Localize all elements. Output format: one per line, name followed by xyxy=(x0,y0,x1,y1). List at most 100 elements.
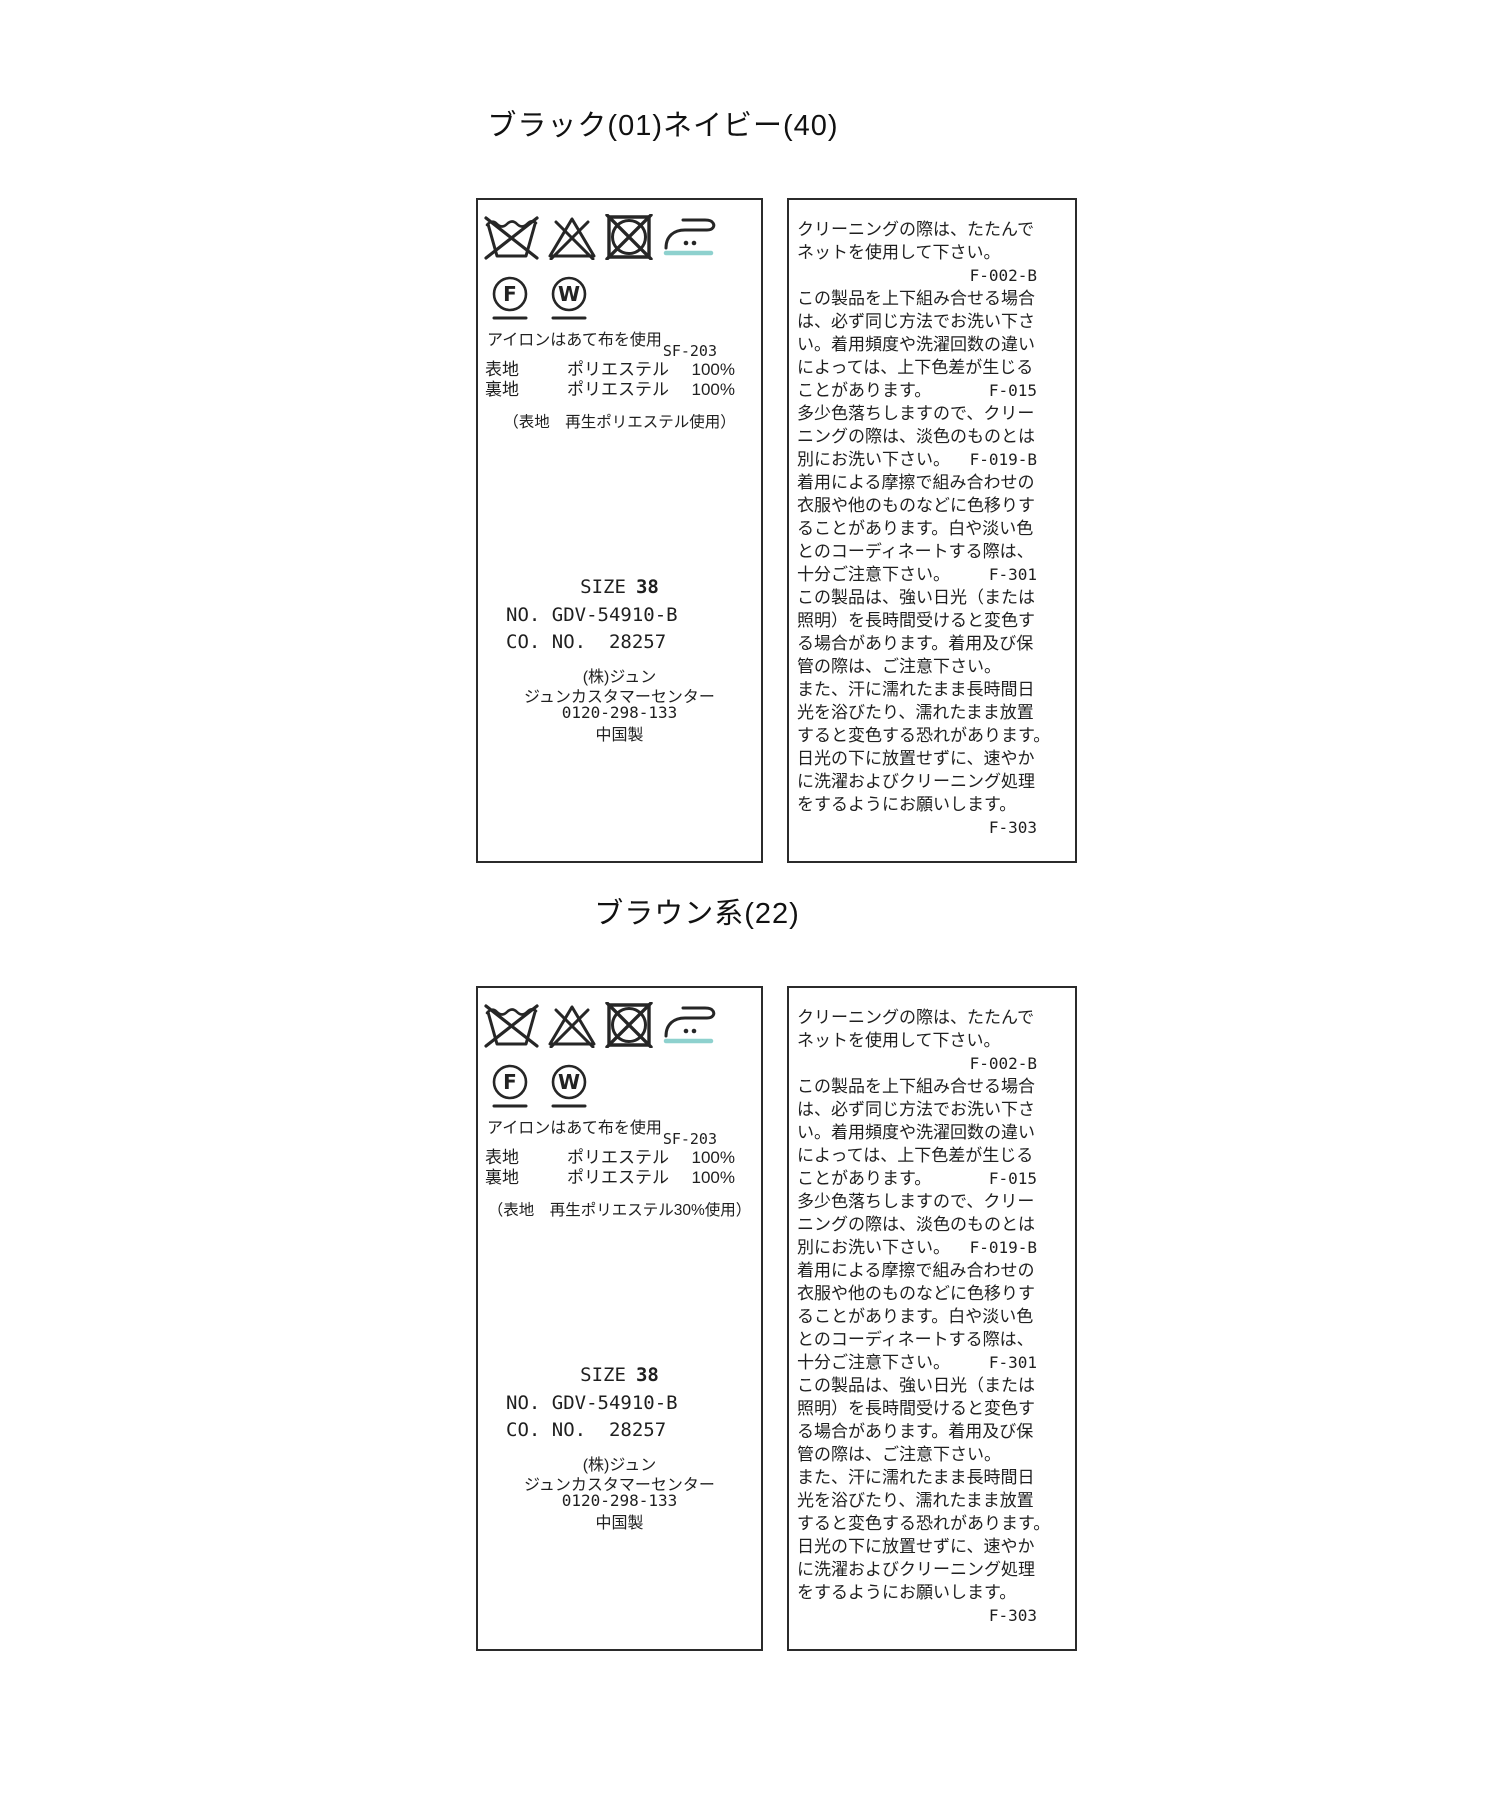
care-text-line: F-002-B xyxy=(797,1052,1037,1075)
care-text-line: 多少色落ちしますので、クリー xyxy=(797,402,1037,425)
care-text: また、汗に濡れたまま長時間日 xyxy=(797,1468,1035,1487)
care-code: F-002-B xyxy=(969,1054,1037,1073)
care-text: とのコーディネートする際は、 xyxy=(797,542,1034,561)
care-text-line: クリーニングの際は、たたんで xyxy=(797,218,1037,241)
care-text: は、必ず同じ方法でお洗い下さ xyxy=(797,1100,1035,1119)
care-text: 光を浴びたり、濡れたまま放置 xyxy=(797,1491,1034,1510)
company-name: (株)ジュン xyxy=(582,669,657,686)
care-text-line: 多少色落ちしますので、クリー xyxy=(797,1190,1037,1213)
material-name: ポリエステル xyxy=(567,1148,669,1167)
care-text-line: ことがあります。F-015 xyxy=(797,379,1037,402)
care-code: F-015 xyxy=(988,381,1037,400)
care-text-line: この製品は、強い日光（または xyxy=(797,586,1037,609)
care-text-line: また、汗に濡れたまま長時間日 xyxy=(797,1466,1037,1489)
care-text-line: F-002-B xyxy=(797,264,1037,287)
care-text-line: クリーニングの際は、たたんで xyxy=(797,1006,1037,1029)
dry-clean-f-icon: F xyxy=(492,276,528,320)
care-text: 衣服や他のものなどに色移りす xyxy=(797,496,1035,515)
svg-text:W: W xyxy=(558,1070,580,1094)
care-text: をするようにお願いします。 xyxy=(797,1583,1017,1602)
care-text: 十分ご注意下さい。 xyxy=(797,1353,950,1372)
size-value: 38 xyxy=(635,1364,659,1386)
care-code: F-301 xyxy=(988,1353,1037,1372)
care-text: 照明）を長時間受けると変色す xyxy=(797,1399,1035,1418)
care-text: をするようにお願いします。 xyxy=(797,795,1017,814)
care-text: い。着用頻度や洗濯回数の違い xyxy=(797,1123,1035,1142)
care-text-line: は、必ず同じ方法でお洗い下さ xyxy=(797,1098,1037,1121)
material-part: 表地 xyxy=(485,360,519,379)
care-code: F-301 xyxy=(988,565,1037,584)
care-code: F-015 xyxy=(988,1169,1037,1188)
material-part: 表地 xyxy=(485,1148,519,1167)
care-text-line: に洗濯およびクリーニング処理 xyxy=(797,1558,1037,1581)
care-text-line: 日光の下に放置せずに、速やか xyxy=(797,1535,1037,1558)
material-percent: 100% xyxy=(691,1148,735,1167)
professional-care-row: F W xyxy=(491,1064,588,1109)
co-no: CO. NO. 28257 xyxy=(506,631,667,653)
care-text: とのコーディネートする際は、 xyxy=(797,1330,1034,1349)
care-text-line: ネットを使用して下さい。 xyxy=(797,241,1037,264)
care-text-line: 光を浴びたり、濡れたまま放置 xyxy=(797,701,1037,724)
style-code: SF-203 xyxy=(662,1130,717,1148)
care-text-line: 管の際は、ご注意下さい。 xyxy=(797,1443,1037,1466)
care-text-line: によっては、上下色差が生じる xyxy=(797,1144,1037,1167)
do-not-wash-icon xyxy=(484,1004,539,1048)
care-text-line: 照明）を長時間受けると変色す xyxy=(797,1397,1037,1420)
care-text: 日光の下に放置せずに、速やか xyxy=(797,749,1035,768)
care-text-line: ニングの際は、淡色のものとは xyxy=(797,1213,1037,1236)
phone-number: 0120-298-133 xyxy=(561,1491,678,1510)
care-text: る場合があります。着用及び保 xyxy=(797,634,1034,653)
care-text: すると変色する恐れがあります。 xyxy=(797,1514,1051,1533)
material-name: ポリエステル xyxy=(567,1168,669,1187)
customer-center: ジュンカスタマーセンター xyxy=(524,689,715,706)
care-text: ネットを使用して下さい。 xyxy=(797,243,1001,262)
care-text: 多少色落ちしますので、クリー xyxy=(797,404,1035,423)
care-text-line: とのコーディネートする際は、 xyxy=(797,1328,1037,1351)
care-text-line: をするようにお願いします。 xyxy=(797,1581,1037,1604)
materials-table: 表地 ポリエステル 100% 裏地 ポリエステル 100% xyxy=(485,360,735,400)
material-percent: 100% xyxy=(691,1168,735,1187)
materials-table: 表地 ポリエステル 100% 裏地 ポリエステル 100% xyxy=(485,1148,735,1188)
care-text: 多少色落ちしますので、クリー xyxy=(797,1192,1035,1211)
instructions-box: クリーニングの際は、たたんでネットを使用して下さい。 F-002-B この製品を上下… xyxy=(787,198,1077,863)
material-part: 裏地 xyxy=(485,380,519,399)
professional-care-row: F W xyxy=(491,276,588,321)
care-text: によっては、上下色差が生じる xyxy=(797,1146,1034,1165)
care-text: ことがあります。 xyxy=(797,1169,932,1188)
care-text: この製品を上下組み合せる場合 xyxy=(797,1077,1035,1096)
size-label: SIZE xyxy=(580,1364,626,1386)
care-code: F-019-B xyxy=(969,450,1037,469)
material-part: 裏地 xyxy=(485,1168,519,1187)
size-line: SIZE 38 xyxy=(478,1364,761,1386)
size-label: SIZE xyxy=(580,576,626,598)
product-no: NO. GDV-54910-B xyxy=(506,1392,678,1414)
material-row: 裏地 ポリエステル 100% xyxy=(485,1168,735,1188)
svg-text:F: F xyxy=(503,1070,517,1094)
care-text-line: 着用による摩擦で組み合わせの xyxy=(797,1259,1037,1282)
care-text-line: F-303 xyxy=(797,1604,1037,1627)
care-text-line: すると変色する恐れがあります。 xyxy=(797,1512,1050,1535)
care-text: クリーニングの際は、たたんで xyxy=(797,1008,1035,1027)
customer-center: ジュンカスタマーセンター xyxy=(524,1477,715,1494)
care-text-line: ることがあります。白や淡い色 xyxy=(797,1305,1037,1328)
care-text: は、必ず同じ方法でお洗い下さ xyxy=(797,312,1035,331)
recycle-note: （表地 再生ポリエステル使用） xyxy=(503,414,736,431)
care-text: 照明）を長時間受けると変色す xyxy=(797,611,1035,630)
dry-clean-f-icon: F xyxy=(492,1064,528,1108)
country-of-origin: 中国製 xyxy=(595,727,644,744)
care-text: この製品は、強い日光（または xyxy=(797,1376,1035,1395)
care-text: ニングの際は、淡色のものとは xyxy=(797,427,1035,446)
care-symbols-row xyxy=(483,214,719,260)
care-code: F-303 xyxy=(988,818,1037,837)
care-text: この製品を上下組み合せる場合 xyxy=(797,289,1035,308)
material-row: 表地 ポリエステル 100% xyxy=(485,1148,735,1168)
care-text: ることがあります。白や淡い色 xyxy=(797,519,1034,538)
iron-icon xyxy=(663,218,716,256)
care-text-line: この製品を上下組み合せる場合 xyxy=(797,287,1037,310)
care-label-box: F W アイロンはあて布を使用 SF-203 表地 ポリエステル 100% 裏地… xyxy=(476,986,763,1651)
do-not-wash-icon xyxy=(484,216,539,260)
care-text-line: また、汗に濡れたまま長時間日 xyxy=(797,678,1037,701)
